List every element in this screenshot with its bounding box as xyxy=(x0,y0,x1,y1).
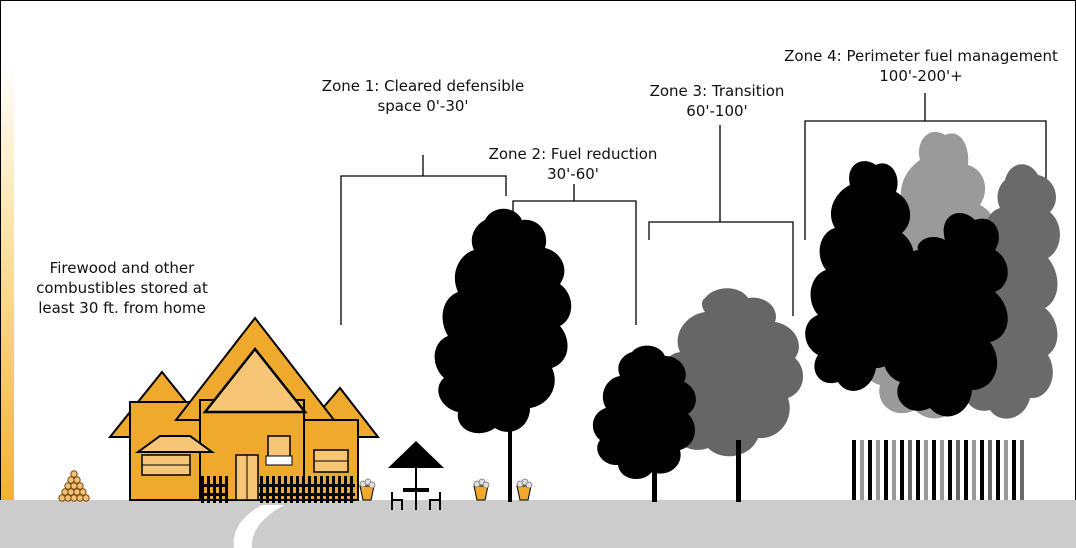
firewood-label-line-3: least 30 ft. from home xyxy=(38,299,206,317)
house-gable-inner xyxy=(202,346,308,414)
zone2-label-range: 30'-60' xyxy=(547,165,599,183)
zone2-tree-small xyxy=(592,345,696,502)
zone1-label: Zone 1: Cleared defensible space 0'-30' xyxy=(298,76,548,116)
patio-umbrella-table xyxy=(388,441,444,510)
driveway xyxy=(233,505,284,548)
zone4-label: Zone 4: Perimeter fuel management 100'-2… xyxy=(768,46,1074,86)
zone4-tree-dark-left xyxy=(805,161,914,391)
zone2-tree-tall xyxy=(434,208,572,502)
firewood-pile xyxy=(58,470,90,502)
zone3-label-range: 60'-100' xyxy=(686,102,748,120)
fence-left xyxy=(200,476,228,503)
zone1-bracket xyxy=(340,155,507,325)
flower-pot xyxy=(359,478,376,501)
zone3-label-title: Zone 3: Transition xyxy=(649,82,785,100)
zone3-label: Zone 3: Transition 60'-100' xyxy=(632,81,802,121)
zone4-tree-dark-front xyxy=(883,212,1008,417)
house xyxy=(107,316,381,501)
zone3-tree xyxy=(659,288,804,502)
ground xyxy=(0,500,1076,548)
fence-right xyxy=(259,476,355,503)
firewood-label: Firewood and other combustibles stored a… xyxy=(22,258,222,318)
zone4-forest xyxy=(805,131,1060,419)
flower-pot xyxy=(516,478,533,501)
zone2-label-title: Zone 2: Fuel reduction xyxy=(488,145,658,163)
firewood-label-line-1: Firewood and other xyxy=(49,259,195,277)
left-gradient-strip xyxy=(0,60,14,500)
firewood-label-line-2: combustibles stored at xyxy=(36,279,208,297)
zone1-label-range: space 0'-30' xyxy=(377,97,469,115)
zone4-tree-trunks xyxy=(852,440,1024,500)
zone4-label-range: 100'-200'+ xyxy=(879,67,963,85)
zone2-bracket xyxy=(512,184,637,325)
zone1-label-title: Zone 1: Cleared defensible xyxy=(321,77,525,95)
house-awning xyxy=(134,435,216,453)
flower-pot xyxy=(473,478,490,501)
zone4-label-title: Zone 4: Perimeter fuel management xyxy=(784,47,1058,65)
zone2-label: Zone 2: Fuel reduction 30'-60' xyxy=(468,144,678,184)
zone3-bracket xyxy=(648,125,794,316)
